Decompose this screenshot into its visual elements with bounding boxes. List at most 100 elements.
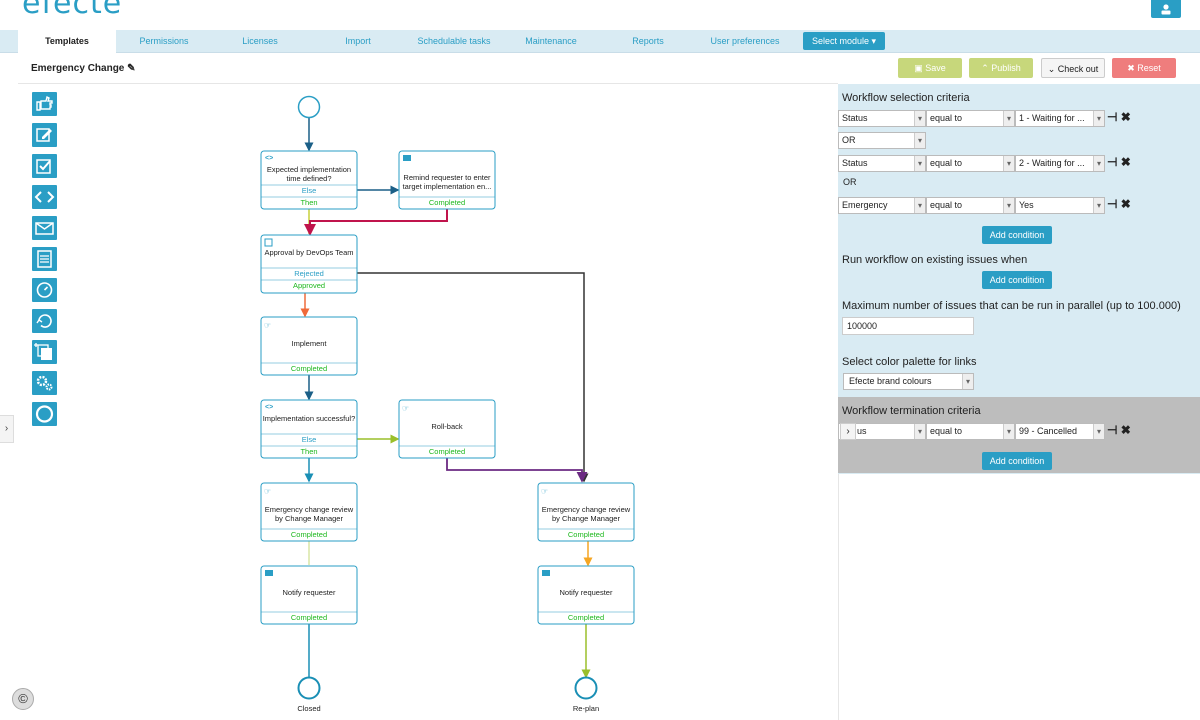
- node-title: Approval by DevOps Team: [264, 248, 353, 257]
- node-implementation-successful[interactable]: <> Implementation successful? Else Then: [260, 399, 358, 459]
- criteria-operator-select[interactable]: equal to: [926, 197, 1015, 214]
- selection-criteria-title: Workflow selection criteria: [842, 92, 970, 104]
- save-button[interactable]: ▣ Save: [898, 58, 962, 78]
- hand-icon: ☞: [541, 487, 548, 496]
- outcome-completed[interactable]: Completed: [568, 613, 604, 622]
- check-icon[interactable]: [32, 154, 57, 178]
- node-roll-back[interactable]: ☞ Roll-back Completed: [398, 399, 496, 459]
- add-condition-button[interactable]: Add condition: [982, 271, 1052, 289]
- tab-reports[interactable]: Reports: [632, 36, 664, 46]
- code-icon[interactable]: [32, 185, 57, 209]
- criteria-value-select[interactable]: 99 - Cancelled: [1015, 423, 1105, 440]
- node-emergency-review-left[interactable]: ☞ Emergency change review by Change Mana…: [260, 482, 358, 542]
- expand-sidebar-toggle[interactable]: ›: [0, 415, 14, 443]
- color-palette-select[interactable]: Efecte brand colours: [843, 373, 974, 390]
- criteria-row-actions: ⊣ ✖: [1107, 197, 1131, 211]
- check-out-button[interactable]: ⌄ Check out: [1041, 58, 1105, 78]
- outcome-else[interactable]: Else: [302, 435, 317, 444]
- criteria-field-select[interactable]: Emergency: [838, 197, 926, 214]
- criteria-operator-select[interactable]: equal to: [926, 155, 1015, 172]
- user-icon: [1161, 4, 1171, 15]
- split-icon[interactable]: ⊣: [1107, 155, 1118, 169]
- node-title: Remind requester to enter: [403, 173, 491, 182]
- edit-icon[interactable]: [32, 123, 57, 147]
- node-notify-requester-left[interactable]: Notify requester Completed: [260, 565, 358, 625]
- tab-licenses[interactable]: Licenses: [242, 36, 278, 46]
- tab-import[interactable]: Import: [345, 36, 371, 46]
- outcome-then[interactable]: Then: [300, 198, 317, 207]
- split-icon[interactable]: ⊣: [1107, 423, 1118, 437]
- tab-maintenance[interactable]: Maintenance: [525, 36, 577, 46]
- copy-icon[interactable]: [32, 340, 57, 364]
- outcome-then[interactable]: Then: [300, 447, 317, 456]
- criteria-operator-select[interactable]: equal to: [926, 110, 1015, 127]
- criteria-value-select[interactable]: Yes: [1015, 197, 1105, 214]
- node-notify-requester-right[interactable]: Notify requester Completed: [537, 565, 635, 625]
- criteria-field-select[interactable]: Status: [838, 155, 926, 172]
- outcome-rejected[interactable]: Rejected: [294, 269, 324, 278]
- timer-icon[interactable]: [32, 278, 57, 302]
- criteria-value-select[interactable]: 2 - Waiting for ...: [1015, 155, 1105, 172]
- mail-icon[interactable]: [32, 216, 57, 240]
- close-icon[interactable]: ✖: [1120, 423, 1131, 437]
- node-expected-implementation-time[interactable]: <> Expected implementation time defined?…: [260, 150, 358, 210]
- document-icon[interactable]: [32, 247, 57, 271]
- max-parallel-input[interactable]: 100000: [842, 317, 974, 335]
- outcome-completed[interactable]: Completed: [568, 530, 604, 539]
- outcome-completed[interactable]: Completed: [429, 447, 465, 456]
- node-emergency-review-right[interactable]: ☞ Emergency change review by Change Mana…: [537, 482, 635, 542]
- tab-schedulable-tasks[interactable]: Schedulable tasks: [417, 36, 491, 46]
- user-menu-button[interactable]: [1151, 0, 1181, 18]
- add-condition-button[interactable]: Add condition: [982, 226, 1052, 244]
- or-label: OR: [843, 177, 857, 187]
- close-icon[interactable]: ✖: [1120, 155, 1131, 169]
- template-title: Emergency Change ✎: [31, 63, 136, 74]
- tab-permissions[interactable]: Permissions: [139, 36, 189, 46]
- node-approval-devops[interactable]: Approval by DevOps Team Rejected Approve…: [260, 234, 358, 294]
- criteria-value-select[interactable]: 1 - Waiting for ...: [1015, 110, 1105, 127]
- outcome-else[interactable]: Else: [302, 186, 317, 195]
- end-circle-icon[interactable]: [32, 402, 57, 426]
- select-module-dropdown[interactable]: Select module ▾: [803, 32, 885, 50]
- chevron-down-icon: ⌄: [1047, 64, 1056, 74]
- split-icon[interactable]: ⊣: [1107, 197, 1118, 211]
- chevron-up-icon: ⌃: [981, 63, 989, 73]
- close-icon[interactable]: ✖: [1120, 197, 1131, 211]
- node-title: Emergency change review: [265, 505, 354, 514]
- outcome-completed[interactable]: Completed: [291, 530, 327, 539]
- hand-icon: ☞: [264, 487, 271, 496]
- tab-templates[interactable]: Templates: [18, 30, 116, 54]
- criteria-operator-select[interactable]: equal to: [926, 423, 1015, 440]
- outcome-completed[interactable]: Completed: [429, 198, 465, 207]
- node-title: Emergency change review: [542, 505, 631, 514]
- node-remind-requester[interactable]: Remind requester to enter target impleme…: [398, 150, 496, 210]
- pencil-icon[interactable]: ✎: [127, 63, 136, 74]
- add-condition-button[interactable]: Add condition: [982, 452, 1052, 470]
- run-existing-title: Run workflow on existing issues when: [842, 254, 1028, 266]
- node-implement[interactable]: ☞ Implement Completed: [260, 316, 358, 376]
- split-icon[interactable]: ⊣: [1107, 110, 1118, 124]
- criteria-field-select[interactable]: Status: [838, 110, 926, 127]
- outcome-approved[interactable]: Approved: [293, 281, 325, 290]
- gears-icon[interactable]: [32, 371, 57, 395]
- tab-user-preferences[interactable]: User preferences: [710, 36, 780, 46]
- workflow-canvas[interactable]: <> Expected implementation time defined?…: [0, 0, 840, 720]
- publish-button[interactable]: ⌃ Publish: [969, 58, 1033, 78]
- close-icon[interactable]: ✖: [1120, 110, 1131, 124]
- hand-icon[interactable]: [32, 92, 57, 116]
- node-title: Notify requester: [283, 588, 336, 597]
- loop-icon[interactable]: [32, 309, 57, 333]
- code-icon: <>: [265, 404, 273, 411]
- max-parallel-title: Maximum number of issues that can be run…: [842, 300, 1181, 312]
- chevron-right-icon[interactable]: ›: [840, 423, 856, 440]
- start-node[interactable]: [297, 95, 321, 119]
- outcome-completed[interactable]: Completed: [291, 613, 327, 622]
- criteria-field-select[interactable]: us: [838, 423, 926, 440]
- reset-button[interactable]: ✖ Reset: [1112, 58, 1176, 78]
- end-node-replan[interactable]: [574, 676, 598, 700]
- node-title: by Change Manager: [552, 514, 620, 523]
- criteria-row-actions: ⊣ ✖: [1107, 155, 1131, 169]
- end-node-closed[interactable]: [297, 676, 321, 700]
- outcome-completed[interactable]: Completed: [291, 364, 327, 373]
- or-select[interactable]: OR: [838, 132, 926, 149]
